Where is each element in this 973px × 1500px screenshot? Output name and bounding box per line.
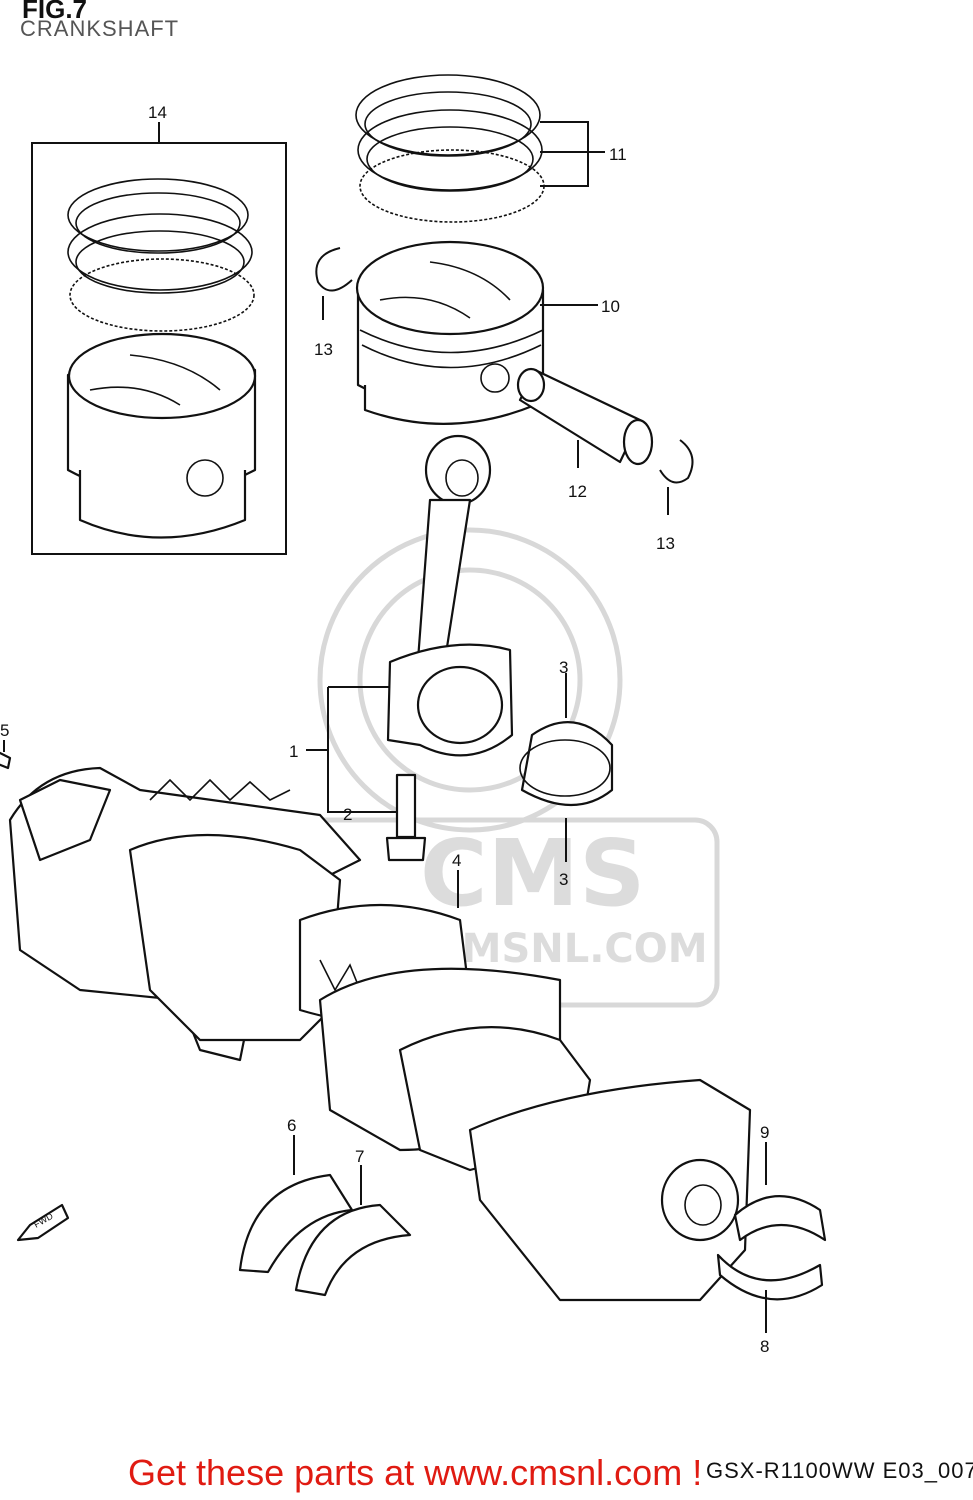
callout-8: 8 [760, 1337, 769, 1356]
pin-5[interactable] [0, 740, 12, 770]
figure-number: FIG.7 [22, 0, 88, 24]
piston-kit-14[interactable] [31, 122, 287, 555]
piston-10[interactable] [355, 240, 598, 425]
callout-3-lower: 3 [559, 870, 568, 889]
diagram-title: CRANKSHAFT [20, 16, 180, 41]
circlip-13-lower[interactable] [659, 439, 694, 515]
model-code: GSX-R1100WW E03_007 [706, 1458, 973, 1483]
callout-1: 1 [289, 742, 298, 761]
forward-arrow-icon: FWD [16, 1203, 70, 1242]
watermark-cms: CMS [420, 820, 645, 927]
callout-13-lower: 13 [656, 534, 675, 553]
conrod-bearing-3[interactable] [519, 673, 614, 862]
conrod-bolt-2[interactable] [356, 773, 427, 862]
connecting-rod-1[interactable] [306, 434, 514, 813]
crankshaft-4[interactable] [8, 766, 752, 1302]
circlip-13-upper[interactable] [315, 247, 353, 320]
main-bearing-9[interactable] [733, 1142, 827, 1242]
callout-4: 4 [452, 851, 461, 870]
callout-2: 2 [343, 805, 352, 824]
callout-6: 6 [287, 1116, 296, 1135]
main-bearing-8[interactable] [716, 1253, 824, 1333]
callout-5: 5 [0, 721, 9, 740]
piston-rings-11[interactable] [355, 74, 605, 223]
callout-3-upper: 3 [559, 658, 568, 677]
callout-12: 12 [568, 482, 587, 501]
callout-11: 11 [609, 145, 627, 164]
piston-pin-12[interactable] [516, 367, 654, 468]
callout-9: 9 [760, 1123, 769, 1142]
thrust-bearing-7[interactable] [294, 1165, 412, 1297]
callout-7: 7 [355, 1147, 364, 1166]
thrust-bearing-6[interactable] [238, 1135, 354, 1274]
cmsnl-link[interactable]: Get these parts at www.cmsnl.com ! [128, 1452, 703, 1493]
callout-10: 10 [601, 297, 620, 316]
callout-13-upper: 13 [314, 340, 333, 359]
callout-14: 14 [148, 103, 167, 122]
